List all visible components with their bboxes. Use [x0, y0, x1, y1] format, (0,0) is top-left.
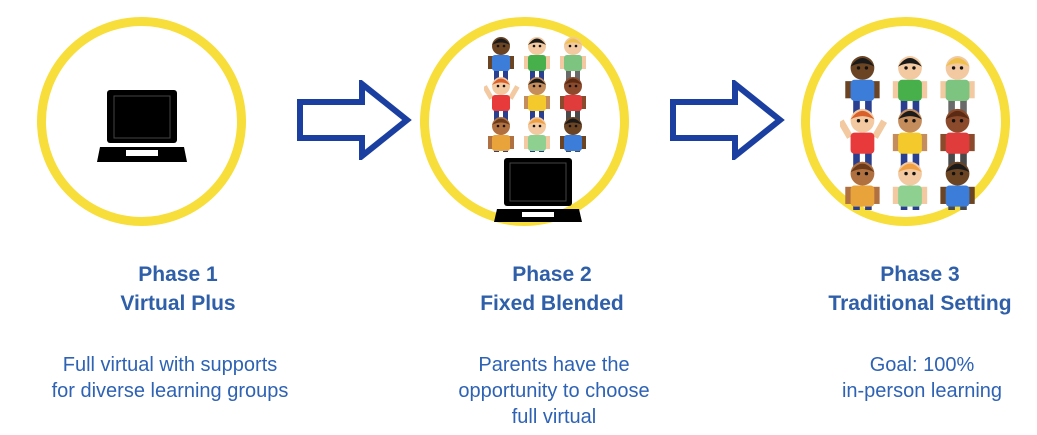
right-arrow-icon	[670, 80, 785, 160]
child-figure	[892, 161, 928, 210]
child-figure	[940, 108, 975, 167]
right-arrow-icon	[297, 80, 412, 160]
phase-1-title: Phase 1 Virtual Plus	[28, 260, 328, 318]
description-line: Goal: 100%	[869, 354, 975, 376]
children-group-icon	[840, 56, 975, 210]
child-figure	[940, 161, 975, 210]
child-figure	[524, 37, 550, 81]
child-figure	[524, 77, 550, 121]
description-line: in-person learning	[841, 380, 1003, 402]
laptop-icon	[494, 158, 582, 222]
child-figure	[892, 108, 928, 167]
phase-name: Traditional Setting	[828, 292, 1012, 315]
children-group-icon	[484, 37, 586, 152]
child-figure	[840, 108, 888, 167]
laptop-icon	[97, 90, 187, 162]
child-figure	[845, 56, 880, 115]
phase-1-description: Full virtual with supports for diverse l…	[0, 352, 340, 404]
description-line: Parents have the	[478, 354, 630, 376]
phase-2-description: Parents have the opportunity to choose f…	[384, 352, 724, 430]
child-figure	[524, 117, 550, 152]
child-figure	[845, 161, 880, 210]
child-figure	[488, 37, 514, 81]
description-line: Full virtual with supports	[62, 354, 278, 376]
description-line: opportunity to choose	[458, 380, 650, 402]
phase-number: Phase 1	[138, 263, 218, 286]
child-figure	[892, 56, 928, 115]
child-figure	[560, 77, 586, 121]
phase-number: Phase 3	[880, 263, 960, 286]
phase-3-title: Phase 3 Traditional Setting	[770, 260, 1037, 318]
child-figure	[560, 117, 586, 152]
phase-name: Virtual Plus	[120, 292, 236, 315]
child-figure	[488, 117, 514, 152]
phase-name: Fixed Blended	[480, 292, 624, 315]
child-figure	[940, 56, 975, 115]
description-line: for diverse learning groups	[51, 380, 289, 402]
phase-number: Phase 2	[512, 263, 592, 286]
phase-2-title: Phase 2 Fixed Blended	[402, 260, 702, 318]
description-line: full virtual	[511, 406, 597, 428]
phase-1-circle	[37, 17, 246, 226]
child-figure	[560, 37, 586, 81]
phase-3-description: Goal: 100% in-person learning	[752, 352, 1037, 404]
child-figure	[484, 77, 520, 121]
